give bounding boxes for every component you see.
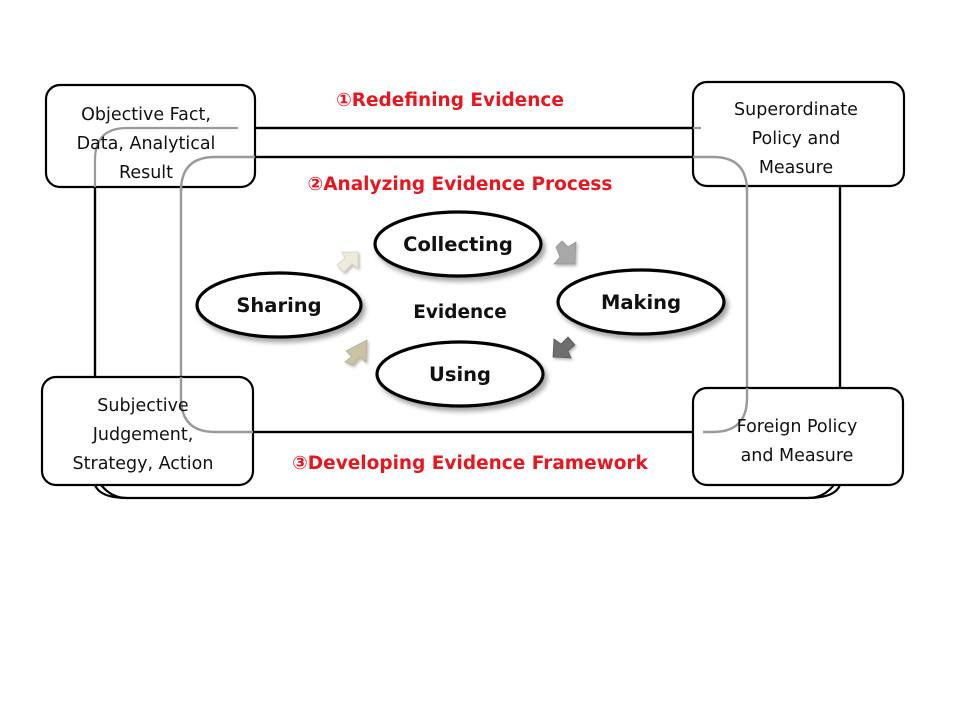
- svg-text:Data, Analytical: Data, Analytical: [77, 134, 216, 154]
- node-making: [556, 268, 726, 336]
- label-sharing: Sharing: [236, 294, 321, 317]
- gray-frame-overlay-top-left: [93, 126, 238, 187]
- gray-frame-overlay-inner-bl: [179, 377, 253, 434]
- heading-developing-framework: ③Developing Evidence Framework: [292, 453, 648, 474]
- arrow-up-right-icon: [336, 251, 359, 273]
- svg-text:and Measure: and Measure: [741, 446, 854, 466]
- heading-analyzing-process: ②Analyzing Evidence Process: [308, 174, 613, 195]
- label-using: Using: [429, 363, 491, 386]
- box-superordinate-policy: [691, 80, 906, 188]
- heading-redefining-evidence: ①Redefining Evidence: [336, 90, 564, 111]
- text-subjective-judgement: Subjective Judgement, Strategy, Action: [73, 396, 214, 474]
- svg-text:Foreign Policy: Foreign Policy: [737, 417, 858, 437]
- svg-text:Measure: Measure: [759, 158, 833, 178]
- svg-text:Superordinate: Superordinate: [734, 100, 858, 120]
- black-frame-overlay-bottom-right: [807, 484, 842, 500]
- text-superordinate-policy: Superordinate Policy and Measure: [734, 100, 858, 178]
- node-using: [375, 340, 545, 408]
- svg-text:Objective Fact,: Objective Fact,: [81, 105, 211, 125]
- svg-text:Strategy, Action: Strategy, Action: [73, 454, 214, 474]
- svg-text:Judgement,: Judgement,: [92, 425, 194, 445]
- svg-text:Result: Result: [119, 163, 173, 183]
- node-collecting: [373, 210, 543, 278]
- gray-frame-overlay-inner-tr: [693, 155, 749, 192]
- svg-text:Subjective: Subjective: [97, 396, 188, 416]
- label-evidence-center: Evidence: [413, 302, 507, 323]
- gray-frame-overlay-inner-br: [703, 388, 749, 434]
- gray-frame-overlay-inner-tl: [179, 155, 255, 192]
- text-foreign-policy: Foreign Policy and Measure: [737, 417, 858, 466]
- label-making: Making: [601, 291, 681, 314]
- svg-text:Policy and: Policy and: [752, 129, 841, 149]
- label-collecting: Collecting: [403, 233, 513, 256]
- node-sharing: [195, 271, 363, 339]
- arrow-down-left-icon: [552, 336, 576, 359]
- box-objective-fact: [44, 83, 257, 189]
- arrow-down-right-icon: [553, 240, 577, 265]
- text-objective-fact: Objective Fact, Data, Analytical Result: [77, 105, 216, 183]
- arrow-up-left-icon: [344, 339, 368, 366]
- black-frame-overlay-bottom-left: [93, 484, 128, 500]
